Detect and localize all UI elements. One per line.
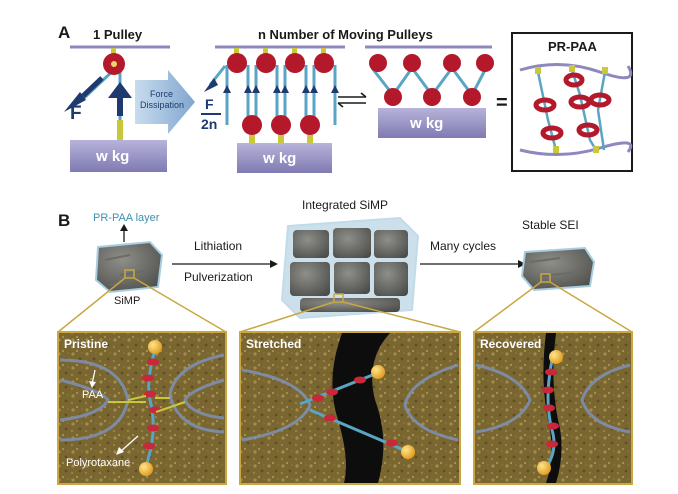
- one-pulley-title: 1 Pulley: [93, 27, 143, 42]
- stretched-panel: [239, 331, 461, 485]
- polyrotaxane-label: Polyrotaxane: [66, 457, 131, 469]
- force-arrow: [64, 92, 86, 112]
- simp-label: SiMP: [114, 295, 141, 307]
- zoom-connectors: [57, 277, 633, 333]
- n-pulleys-title: n Number of Moving Pulleys: [258, 27, 433, 42]
- panel-b-letter: B: [58, 211, 71, 230]
- weight-block-single: [70, 140, 167, 172]
- pulverization-label: Pulverization: [184, 270, 253, 284]
- equals-sign: =: [496, 92, 508, 114]
- equilibrium-arrows: [337, 92, 367, 108]
- integrated-simp-particle: [280, 216, 420, 320]
- force-label: F: [70, 103, 82, 124]
- fraction-numerator: F: [205, 96, 214, 112]
- simp-particle: [94, 240, 164, 294]
- force-arrow-text-2: Dissipation: [140, 100, 185, 110]
- relaxed-pulley-diagram: [365, 45, 494, 138]
- fraction-bar: [201, 113, 221, 115]
- force-arrow-text-1: Force: [150, 89, 174, 99]
- pristine-label: Pristine: [64, 337, 109, 351]
- recovered-panel: [473, 331, 633, 485]
- integrated-simp-label: Integrated SiMP: [302, 198, 389, 212]
- stable-sei-label: Stable SEI: [522, 218, 579, 232]
- force-dissipation-arrow: [135, 70, 195, 134]
- paa-label: PAA: [82, 389, 104, 401]
- pristine-panel: [57, 331, 227, 485]
- panel-a-letter: A: [58, 23, 71, 42]
- weight-block-multi: [237, 143, 332, 173]
- recovered-label: Recovered: [480, 337, 542, 351]
- pr-paa-layer-label: PR-PAA layer: [93, 212, 160, 224]
- single-pulley-diagram: [64, 45, 170, 172]
- weight-label-multi: w kg: [263, 150, 297, 167]
- weight-label-relaxed: w kg: [410, 115, 444, 132]
- weight-label-single: w kg: [96, 148, 130, 165]
- lift-arrow: [108, 82, 132, 98]
- stretched-label: Stretched: [246, 337, 302, 351]
- multi-pulley-diagram: [204, 45, 345, 173]
- stable-sei-particle: [520, 246, 596, 292]
- pr-paa-box: [511, 32, 633, 172]
- fraction-denominator: 2n: [201, 116, 218, 132]
- pr-paa-title: PR-PAA: [548, 39, 597, 54]
- lithiation-label: Lithiation: [194, 239, 243, 253]
- many-cycles-label: Many cycles: [430, 239, 497, 253]
